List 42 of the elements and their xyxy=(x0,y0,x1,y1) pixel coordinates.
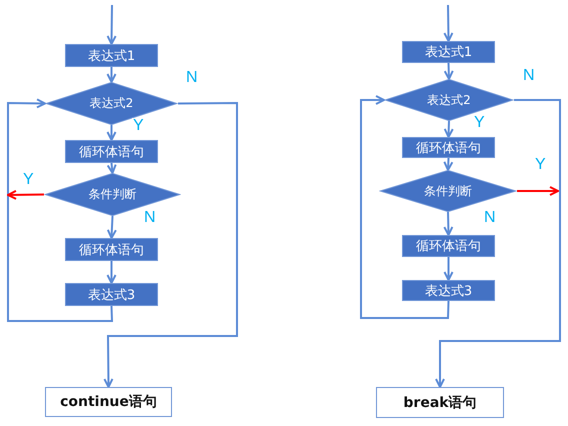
statement-label: continue语句 xyxy=(60,393,157,411)
statement-label: 表达式3 xyxy=(424,282,472,300)
statement-label: 表达式3 xyxy=(88,286,136,304)
arrow xyxy=(443,212,454,236)
statement-label: 循环体语句 xyxy=(79,242,144,258)
arrow xyxy=(517,186,559,196)
arrow xyxy=(444,257,454,281)
arrow xyxy=(435,99,561,388)
arrow xyxy=(443,4,454,42)
arrow xyxy=(106,125,116,141)
statement-label: break语句 xyxy=(403,394,477,412)
statement-label: 循环体语句 xyxy=(416,140,481,156)
arrow xyxy=(444,62,454,80)
arrow xyxy=(106,261,116,284)
condition-label: 条件判断 xyxy=(88,186,136,203)
statement-box xyxy=(45,387,172,417)
arrow xyxy=(106,4,117,45)
condition-label: 表达式2 xyxy=(90,95,134,112)
arrow xyxy=(443,158,454,171)
statement-box xyxy=(376,387,504,418)
arrow xyxy=(444,120,454,138)
process-box xyxy=(402,41,495,63)
decision-diamond xyxy=(379,170,517,212)
statement-label: 循环体语句 xyxy=(416,238,481,255)
arrow xyxy=(106,216,117,239)
process-box xyxy=(65,44,158,67)
arrow xyxy=(7,98,114,322)
statement-label: 表达式1 xyxy=(424,44,472,61)
statement-label: 表达式1 xyxy=(88,48,136,64)
process-box xyxy=(402,235,495,257)
process-box xyxy=(402,137,495,158)
arrow xyxy=(360,95,450,319)
condition-label: 表达式2 xyxy=(427,92,471,108)
condition-label: 条件判断 xyxy=(424,182,472,200)
statement-label: 循环体语句 xyxy=(79,144,144,160)
arrow xyxy=(106,162,117,174)
process-box xyxy=(65,238,158,261)
arrow xyxy=(7,190,44,200)
process-box xyxy=(65,283,158,306)
process-box xyxy=(65,140,158,163)
process-box xyxy=(402,280,495,301)
arrow xyxy=(106,67,116,83)
